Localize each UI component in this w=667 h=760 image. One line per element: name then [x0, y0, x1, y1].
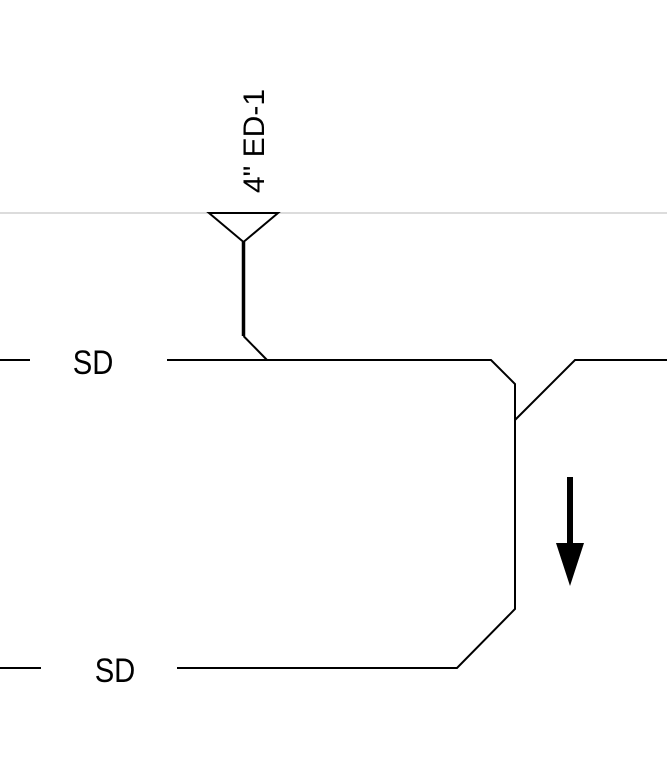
- drain-callout-label: 4" ED-1: [238, 89, 271, 193]
- right-branch-pipe: [514, 359, 667, 421]
- drain-riser-offset: [242, 335, 268, 361]
- flow-arrow-down-icon: [556, 477, 584, 586]
- upper-pipe-run: [167, 359, 516, 669]
- upper-pipe-label: SD: [73, 343, 114, 382]
- lower-pipe-label: SD: [95, 651, 136, 690]
- drain-triangle-icon: [206, 212, 281, 244]
